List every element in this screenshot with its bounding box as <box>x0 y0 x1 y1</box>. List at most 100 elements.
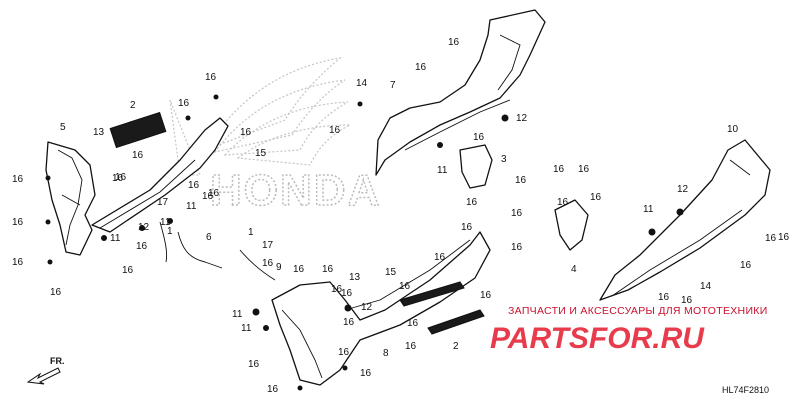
callout: 2 <box>130 100 136 111</box>
callout: 16 <box>12 174 24 185</box>
callout-label: 17 <box>157 197 169 208</box>
callout: 16 <box>778 232 790 243</box>
callout-label: 16 <box>434 252 446 263</box>
fastener <box>297 385 303 391</box>
callout-label: 10 <box>727 124 739 135</box>
part-upper-center-bracket <box>375 9 546 176</box>
callout: 16 <box>740 260 752 271</box>
part-right-step-cover-edge <box>611 209 743 297</box>
callout-label: 16 <box>578 164 590 175</box>
callout-label: 16 <box>511 208 523 219</box>
callout: 16 <box>338 347 350 358</box>
part-left-inner-cover-rib <box>61 194 81 206</box>
callout-label: 16 <box>511 242 523 253</box>
fastener <box>213 94 219 100</box>
callout-label: 11 <box>110 233 121 244</box>
watermark-tagline: ЗАПЧАСТИ И АКСЕССУАРЫ ДЛЯ МОТОТЕХНИКИ <box>508 305 768 317</box>
fastener <box>342 365 348 371</box>
callout: 16 <box>590 192 602 203</box>
callout: 16 <box>188 180 200 191</box>
callout: 3 <box>501 154 507 165</box>
callout-label: 12 <box>516 113 528 124</box>
callout: 16 <box>50 287 62 298</box>
front-label: FR. <box>50 356 65 366</box>
callout: 11 <box>110 233 121 244</box>
callout-label: 6 <box>206 232 212 243</box>
callout: 16 <box>208 188 220 199</box>
callout: 16 <box>480 290 492 301</box>
part-left-rail-detail <box>99 159 196 229</box>
callout-label: 16 <box>12 217 24 228</box>
callout-label: 16 <box>178 98 190 109</box>
callout-label: 11 <box>437 165 448 176</box>
callout: 11 <box>643 204 654 215</box>
part-left-rail <box>91 117 229 233</box>
fastener <box>437 142 443 148</box>
fastener <box>357 101 363 107</box>
callout-label: 16 <box>448 37 460 48</box>
callout: 16 <box>343 317 355 328</box>
callout: 9 <box>276 262 282 273</box>
fastener <box>45 175 51 181</box>
callout-label: 16 <box>341 288 353 299</box>
callout: 16 <box>658 292 670 303</box>
callout-label: 16 <box>188 180 200 191</box>
watermark: ЗАПЧАСТИ И АКСЕССУАРЫ ДЛЯ МОТОТЕХНИКИ PA… <box>490 305 768 355</box>
callout-label: 16 <box>208 188 220 199</box>
callout: 2 <box>453 341 459 352</box>
callout: 4 <box>571 264 577 275</box>
callout-label: 16 <box>12 174 24 185</box>
callout-label: 16 <box>590 192 602 203</box>
fastener <box>501 114 509 122</box>
callout-label: 16 <box>740 260 752 271</box>
callouts: 16 16 16 16 16 5 13 16 2 16 16 16 16 15 … <box>12 37 790 395</box>
callout-label: 16 <box>132 150 144 161</box>
callout: 11 <box>160 217 171 228</box>
part-small-bracket-3 <box>459 144 493 189</box>
callout-label: 11 <box>186 201 197 212</box>
callout-label: 16 <box>415 62 427 73</box>
callout-label: 16 <box>12 257 24 268</box>
part-right-step-cover-rib <box>729 159 751 176</box>
callout: 14 <box>356 78 368 89</box>
callout-label: 2 <box>453 341 459 352</box>
callout-label: 16 <box>136 241 148 252</box>
callout-label: 16 <box>338 347 350 358</box>
callout-label: 16 <box>557 197 569 208</box>
fastener <box>185 115 191 121</box>
fastener <box>139 225 145 231</box>
honda-wing-icon <box>169 57 351 176</box>
fastener <box>344 304 352 312</box>
callout-label: 16 <box>473 132 485 143</box>
watermark-brand: PARTSFOR.RU <box>490 322 705 355</box>
callout: 13 <box>93 127 105 138</box>
callout: 13 <box>349 272 361 283</box>
part-wire-6 <box>177 231 223 269</box>
callout: 16 <box>202 191 214 202</box>
callout-label: 14 <box>700 281 712 292</box>
callout: 12 <box>361 302 373 313</box>
callout-label: 16 <box>331 284 343 295</box>
callout-label: 14 <box>356 78 368 89</box>
front-arrow-icon <box>26 367 61 385</box>
callout: 16 <box>12 257 24 268</box>
callout: 1 <box>248 227 254 238</box>
part-wire-1b <box>239 249 276 281</box>
callout-label: 16 <box>262 258 274 269</box>
fastener <box>676 208 684 216</box>
part-small-bracket-4 <box>554 199 589 251</box>
callout: 8 <box>383 348 389 359</box>
callout: 16 <box>553 164 565 175</box>
part-step-plate <box>427 309 485 335</box>
callout: 16 <box>448 37 460 48</box>
callout-label: 16 <box>50 287 62 298</box>
callout: 16 <box>461 222 473 233</box>
callout: 16 <box>407 318 419 329</box>
callout: 16 <box>329 125 341 136</box>
callout: 16 <box>115 172 127 183</box>
callout: 15 <box>255 148 267 159</box>
callout: 16 <box>341 288 353 299</box>
callout-label: 16 <box>112 173 124 184</box>
